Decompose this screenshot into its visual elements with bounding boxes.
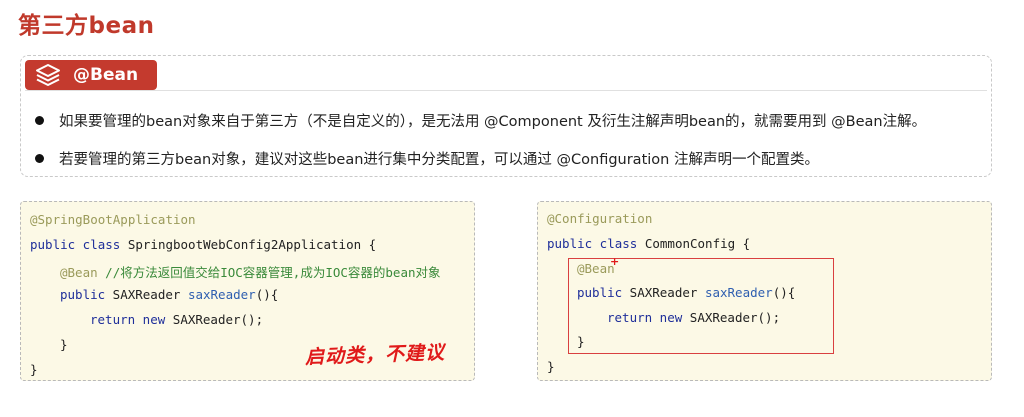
code-line: @Configuration	[547, 211, 652, 226]
page-title: 第三方bean	[18, 13, 155, 39]
bullet-item: 若要管理的第三方bean对象，建议对这些bean进行集中分类配置，可以通过 @C…	[35, 148, 819, 169]
bullet-dot-icon	[35, 116, 44, 125]
bullet-dot-icon	[35, 154, 44, 163]
code-keyword: public	[60, 287, 106, 302]
code-line: @Bean	[577, 261, 615, 276]
code-keyword: public	[577, 285, 623, 300]
code-text: }	[30, 362, 38, 377]
bullet-text: 如果要管理的bean对象来自于第三方（不是自定义的），是无法用 @Compone…	[59, 114, 927, 130]
code-text: SAXReader	[105, 287, 188, 302]
code-line: public class SpringbootWebConfig2Applica…	[30, 237, 376, 252]
layers-icon	[36, 64, 60, 86]
code-annotation: @Bean	[60, 265, 98, 280]
code-text: (){	[772, 285, 796, 300]
code-method-name: saxReader	[187, 287, 256, 302]
code-block-left	[20, 201, 475, 381]
code-comment: //将方法返回值交给IOC容器管理,成为IOC容器的bean对象	[97, 265, 441, 280]
plus-mark-icon: +	[610, 255, 620, 268]
code-text: SpringbootWebConfig2Application {	[120, 237, 377, 252]
note-header-label: @Bean	[73, 65, 139, 85]
code-line: return new SAXReader();	[607, 310, 780, 325]
code-annotation: @Bean	[577, 261, 615, 276]
code-text: SAXReader();	[682, 310, 781, 325]
code-line: public class CommonConfig {	[547, 236, 750, 251]
code-text: SAXReader	[622, 285, 705, 300]
handwritten-note: 启动类，不建议	[304, 341, 446, 369]
code-line: public SAXReader saxReader(){	[577, 285, 795, 300]
bullet-text: 若要管理的第三方bean对象，建议对这些bean进行集中分类配置，可以通过 @C…	[59, 152, 819, 168]
bullet-item: 如果要管理的bean对象来自于第三方（不是自定义的），是无法用 @Compone…	[35, 110, 926, 131]
code-line: @SpringBootApplication	[30, 212, 196, 227]
code-keyword: public class	[547, 236, 638, 251]
note-header: @Bean	[25, 60, 157, 90]
code-text: (){	[255, 287, 279, 302]
code-text: }	[577, 334, 585, 349]
code-line: }	[577, 334, 585, 349]
code-line: }	[547, 359, 555, 374]
code-block-right	[537, 201, 992, 381]
code-keyword: return new	[90, 312, 166, 327]
code-line: @Bean //将方法返回值交给IOC容器管理,成为IOC容器的bean对象	[60, 262, 441, 281]
code-keyword: return new	[607, 310, 683, 325]
code-line: }	[60, 337, 68, 352]
code-line: }	[30, 362, 38, 377]
code-method-name: saxReader	[704, 285, 773, 300]
code-keyword: public class	[30, 237, 121, 252]
code-annotation: @SpringBootApplication	[30, 212, 196, 227]
highlight-box	[568, 258, 834, 354]
code-text: SAXReader();	[165, 312, 264, 327]
code-text: }	[547, 359, 555, 374]
code-line: public SAXReader saxReader(){	[60, 287, 278, 302]
code-text: }	[60, 337, 68, 352]
bean-note-box: @Bean 如果要管理的bean对象来自于第三方（不是自定义的），是无法用 @C…	[20, 55, 992, 177]
code-line: return new SAXReader();	[90, 312, 263, 327]
code-text: CommonConfig {	[637, 236, 751, 251]
note-divider	[25, 90, 987, 91]
code-annotation: @Configuration	[547, 211, 653, 226]
